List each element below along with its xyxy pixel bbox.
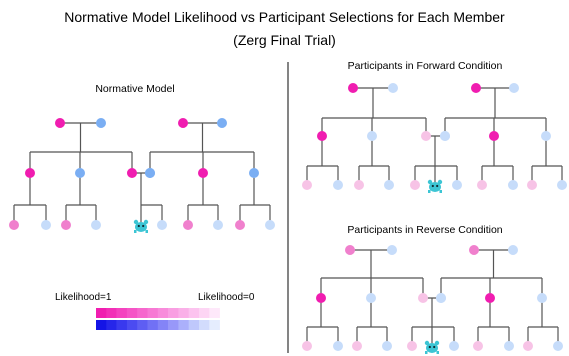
tree-node [316, 293, 326, 303]
zerg-creature-icon [427, 179, 443, 193]
legend-swatch-blue [178, 320, 189, 330]
legend-swatch-blue [126, 320, 138, 330]
legend-swatch-magenta [178, 308, 189, 318]
panel-title-forward: Participants in Forward Condition [347, 60, 503, 72]
tree-node [508, 245, 518, 255]
tree-node [410, 180, 420, 190]
legend-swatch-blue [168, 320, 179, 330]
panel-title-normative: Normative Model [95, 83, 175, 95]
tree-node [317, 131, 327, 141]
legend-swatch-magenta [168, 308, 179, 318]
legend-swatch-blue [199, 320, 210, 330]
tree-node [25, 168, 35, 178]
tree-node [41, 220, 51, 230]
legend-swatch-blue [96, 320, 107, 330]
tree-node [352, 341, 362, 351]
tree-node [354, 180, 364, 190]
tree-node [440, 131, 450, 141]
tree-node [145, 168, 155, 178]
tree-node [436, 293, 446, 303]
legend-swatch-magenta [188, 308, 200, 318]
tree-node [235, 220, 245, 230]
legend-swatch-magenta [157, 308, 169, 318]
panel-title-reverse: Participants in Reverse Condition [347, 224, 503, 236]
tree-node [333, 341, 343, 351]
tree-node [217, 118, 227, 128]
tree-node [537, 293, 547, 303]
tree-node [348, 83, 358, 93]
legend-label-low: Likelihood=0 [198, 292, 255, 303]
tree-node [449, 341, 459, 351]
tree-node [382, 341, 392, 351]
tree-node [485, 293, 495, 303]
legend-swatch-magenta [116, 308, 128, 318]
tree-node [91, 220, 101, 230]
tree-node [471, 83, 481, 93]
tree-node [198, 168, 208, 178]
legend-label-high: Likelihood=1 [55, 292, 112, 303]
tree-node [477, 180, 487, 190]
legend-swatch-blue [106, 320, 117, 330]
tree-node [473, 341, 483, 351]
tree-node [249, 168, 259, 178]
tree-node [523, 341, 533, 351]
tree-node [96, 118, 106, 128]
tree-node [75, 168, 85, 178]
legend-swatch-magenta [96, 308, 107, 318]
tree-node [9, 220, 19, 230]
tree-node [178, 118, 188, 128]
tree-node [504, 341, 514, 351]
legend-swatch-blue [147, 320, 159, 330]
tree-node [302, 341, 312, 351]
tree-node [388, 83, 398, 93]
zerg-creature-icon [424, 340, 440, 354]
tree-node [469, 245, 479, 255]
legend-swatch-blue [188, 320, 200, 330]
tree-node [541, 131, 551, 141]
legend-swatch-blue [137, 320, 148, 330]
tree-node [407, 341, 417, 351]
tree-node [265, 220, 275, 230]
tree-node [527, 180, 537, 190]
legend-swatch-blue [157, 320, 169, 330]
tree-node [387, 245, 397, 255]
tree-node [157, 220, 167, 230]
zerg-creature-icon [133, 219, 149, 233]
tree-node [366, 293, 376, 303]
tree-node [367, 131, 377, 141]
tree-node [61, 220, 71, 230]
legend-swatch-blue [209, 320, 220, 330]
tree-node [384, 180, 394, 190]
tree-node [345, 245, 355, 255]
tree-node [489, 131, 499, 141]
tree-node [508, 180, 518, 190]
tree-node [333, 180, 343, 190]
legend-swatch-magenta [137, 308, 148, 318]
legend-swatch-magenta [126, 308, 138, 318]
tree-node [509, 83, 519, 93]
tree-node [127, 168, 137, 178]
legend-swatch-magenta [199, 308, 210, 318]
legend-swatch-magenta [209, 308, 220, 318]
figure-title: Normative Model Likelihood vs Participan… [64, 9, 505, 25]
figure-subtitle: (Zerg Final Trial) [233, 32, 336, 48]
tree-node [418, 293, 428, 303]
legend-swatch-blue [116, 320, 128, 330]
tree-node [452, 180, 462, 190]
tree-node [183, 220, 193, 230]
legend-swatch-magenta [147, 308, 159, 318]
tree-node [421, 131, 431, 141]
tree-node [553, 341, 563, 351]
tree-node [302, 180, 312, 190]
tree-node [55, 118, 65, 128]
tree-node [557, 180, 567, 190]
legend-swatch-magenta [106, 308, 117, 318]
tree-node [213, 220, 223, 230]
